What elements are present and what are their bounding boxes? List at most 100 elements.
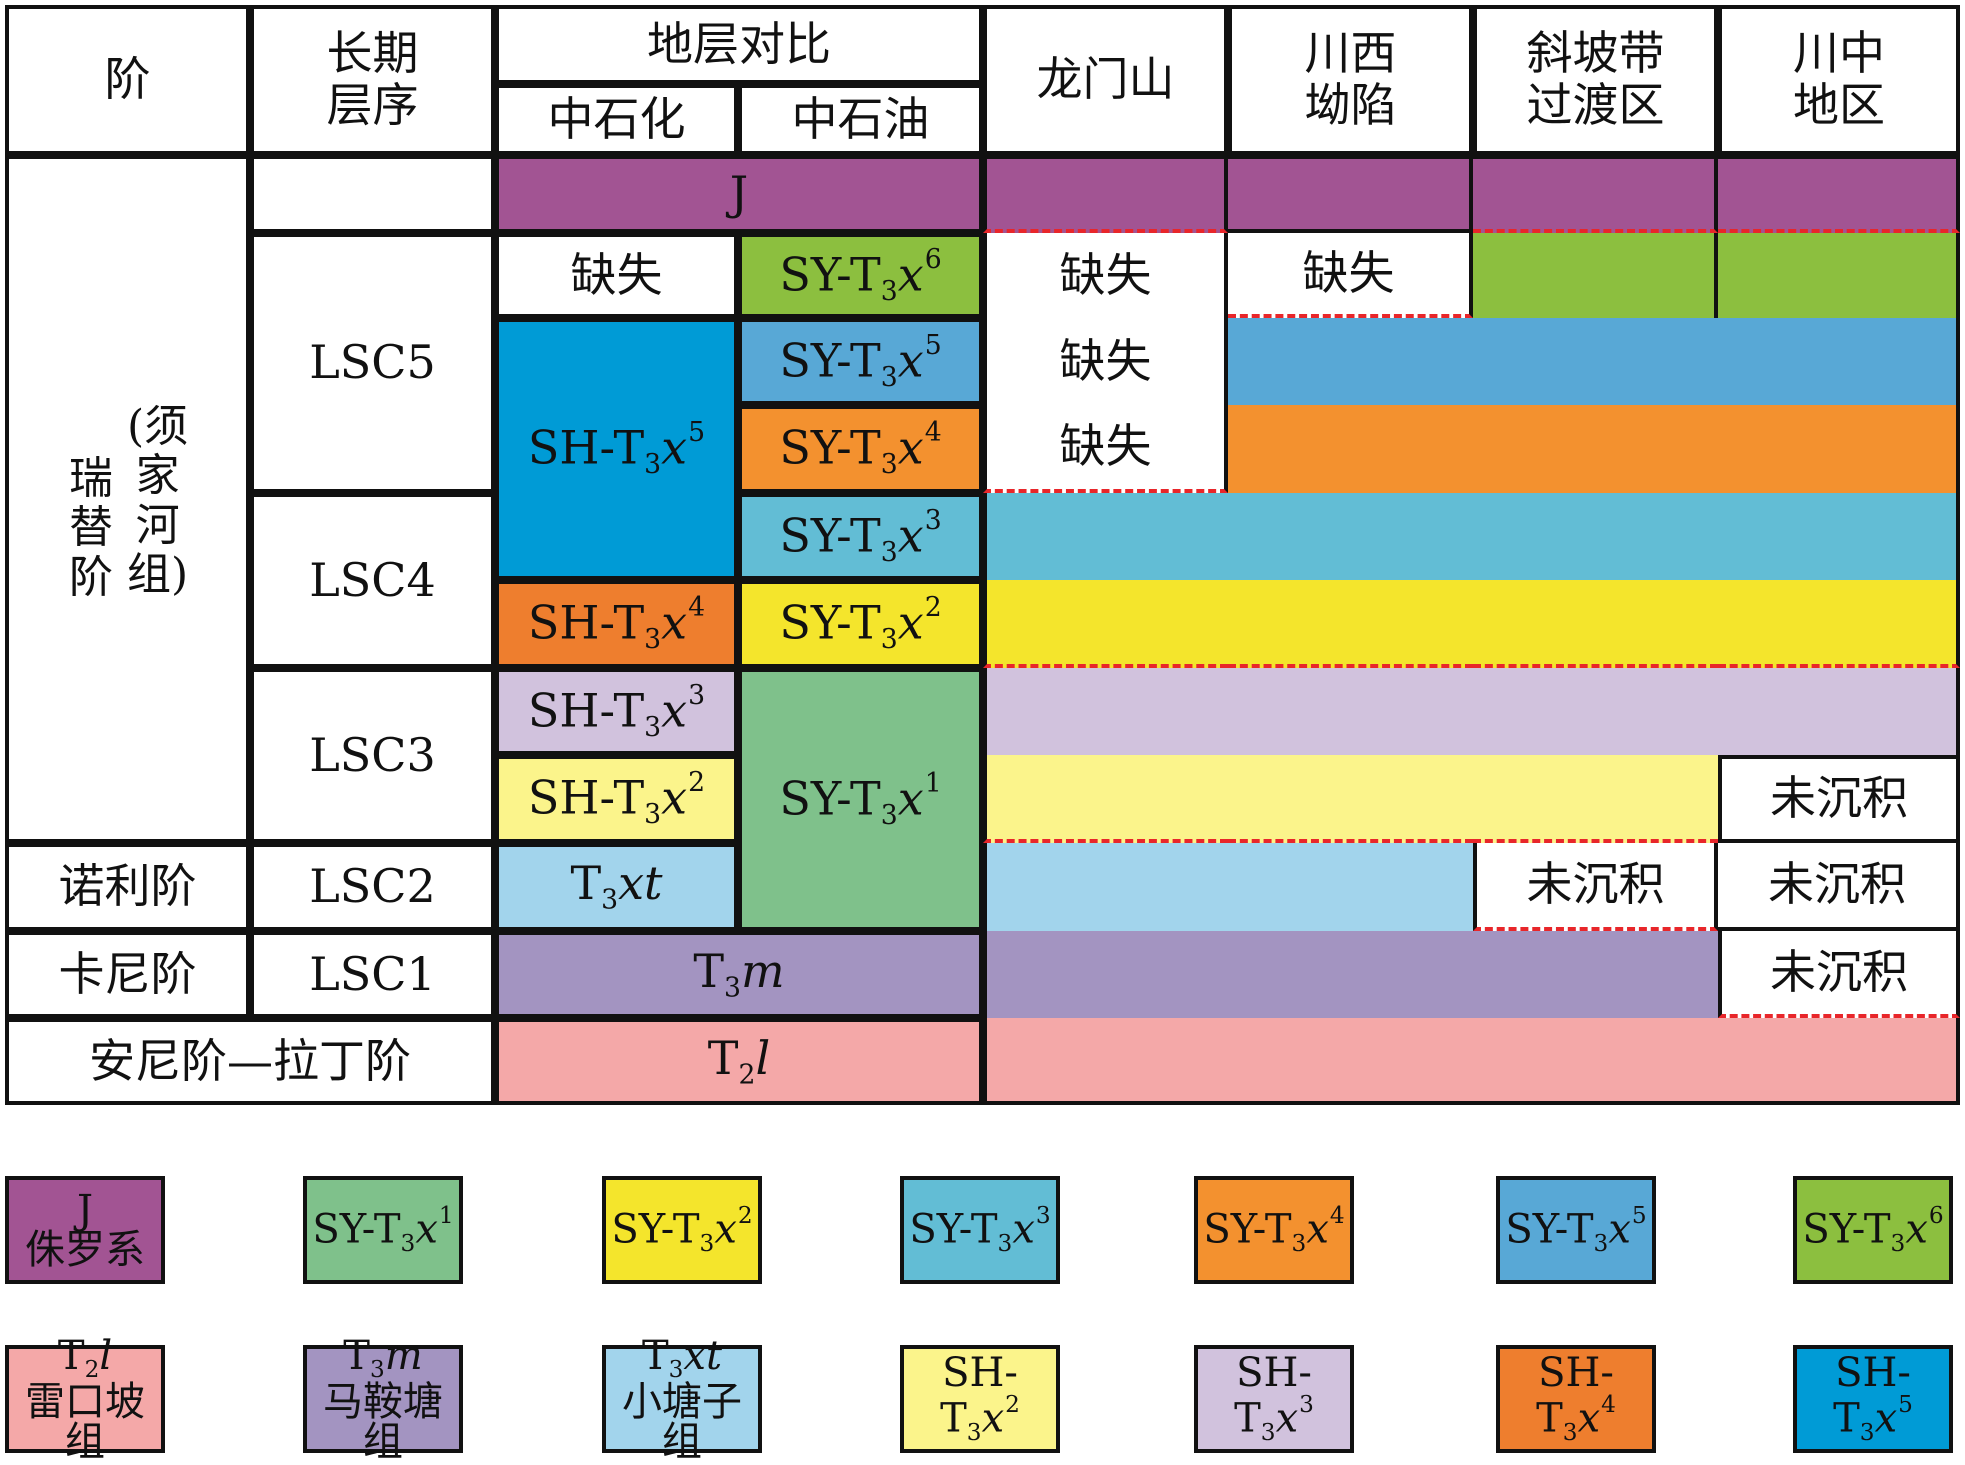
header-central: 川中 地区 — [1718, 5, 1960, 155]
legend-syx6: SY-T3x6 — [1793, 1176, 1953, 1284]
sequence-lsc2: LSC2 — [250, 843, 495, 931]
sinopec-sh-x2: SH-T3x2 — [495, 755, 738, 843]
west-depression-sy-x5 — [1228, 318, 1473, 405]
central-sy-x6 — [1718, 233, 1960, 318]
legend-syx1: SY-T3x1 — [303, 1176, 463, 1284]
legend-shx3-b: SH-T3x3 — [1194, 1345, 1354, 1453]
central-not-deposited-1: 未沉积 — [1718, 755, 1960, 843]
longmenshan-sh-x2 — [983, 755, 1228, 843]
west-depression-sy-x4 — [1228, 405, 1473, 493]
unit-label-shx2: SH-T3x2 — [527, 767, 706, 831]
legend-name-txt: 小塘子组 — [622, 1378, 742, 1465]
unit-label-shx5: SH-T3x5 — [1833, 1350, 1913, 1447]
longmenshan-t3xt — [983, 843, 1228, 931]
unit-label-shx3: SH-T3x3 — [527, 679, 706, 743]
central-not-deposited-3: 未沉积 — [1718, 931, 1960, 1018]
unit-t2l-correlation: T2l — [495, 1018, 983, 1105]
central-sy-x3 — [1718, 493, 1960, 580]
west-depression-t2l — [1228, 1018, 1473, 1105]
petrochina-sy-x3: SY-T3x3 — [738, 493, 983, 580]
central-sy-x5 — [1718, 318, 1960, 405]
stage-rhaetian-label: 瑞 替 阶 — [69, 453, 113, 603]
sequence-lsc4: LSC4 — [250, 493, 495, 668]
unit-label-tl: T2l — [57, 1333, 113, 1384]
slope-zone-sy-x6 — [1473, 233, 1718, 318]
unit-label-syx5: SY-T3x5 — [779, 329, 942, 393]
petrochina-sy-x1: SY-T3x1 — [738, 668, 983, 931]
west-depression-t3xt — [1228, 843, 1473, 931]
slope-zone-t2l — [1473, 1018, 1718, 1105]
sinopec-sh-x4: SH-T3x4 — [495, 580, 738, 668]
legend-name-tm: 马鞍塘组 — [323, 1378, 443, 1465]
west-depression-missing: 缺失 — [1228, 233, 1473, 318]
west-depression-sh-x2 — [1228, 755, 1473, 843]
legend-name-tl: 雷口坡组 — [25, 1378, 145, 1465]
sinopec-missing: 缺失 — [495, 233, 738, 318]
petrochina-sy-x2: SY-T3x2 — [738, 580, 983, 668]
west-depression-sy-x3 — [1228, 493, 1473, 580]
stage-norian: 诺利阶 — [5, 843, 250, 931]
unit-label-syx2: SY-T3x2 — [779, 592, 942, 656]
petrochina-sy-x6: SY-T3x6 — [738, 233, 983, 318]
slope-zone-sy-x5 — [1473, 318, 1718, 405]
legend-label-j: J — [76, 1187, 94, 1233]
header-correlation: 地层对比 — [495, 5, 983, 84]
legend-syx5: SY-T3x5 — [1496, 1176, 1656, 1284]
header-longmenshan: 龙门山 — [983, 5, 1228, 155]
sequence-lsc5: LSC5 — [250, 233, 495, 493]
unit-label-syx6: SY-T3x6 — [779, 243, 942, 307]
slope-zone-not-deposited: 未沉积 — [1473, 843, 1718, 931]
header-sequence: 长期 层序 — [250, 5, 495, 155]
stage-anisian-ladinian: 安尼阶—拉丁阶 — [5, 1018, 495, 1105]
slope-zone-sh-x2 — [1473, 755, 1718, 843]
central-t2l — [1718, 1018, 1960, 1105]
unit-label-syx3: SY-T3x3 — [779, 504, 942, 568]
petrochina-sy-x4: SY-T3x4 — [738, 405, 983, 493]
unit-label-shx4: SH-T3x4 — [527, 592, 706, 656]
central-sh-x3 — [1718, 668, 1960, 755]
central-not-deposited-2: 未沉积 — [1718, 843, 1960, 931]
central-sy-x2 — [1718, 580, 1960, 668]
legend-syx4: SY-T3x4 — [1194, 1176, 1354, 1284]
longmenshan-missing-1: 缺失 — [983, 233, 1228, 318]
west-depression-t3m — [1228, 931, 1473, 1018]
sinopec-sh-x3: SH-T3x3 — [495, 668, 738, 755]
longmenshan-sh-x3 — [983, 668, 1228, 755]
longmenshan-sy-x2 — [983, 580, 1228, 668]
west-depression-sy-x2 — [1228, 580, 1473, 668]
unit-label-syx4: SY-T3x4 — [1203, 1202, 1345, 1258]
legend-shx4-b: SH-T3x4 — [1496, 1345, 1656, 1453]
header-sinopec: 中石化 — [495, 84, 738, 155]
central-sy-x4 — [1718, 405, 1960, 493]
unit-label-shx5: SH-T3x5 — [527, 417, 706, 481]
slope-zone-sy-x3 — [1473, 493, 1718, 580]
slope-zone-sy-x2 — [1473, 580, 1718, 668]
central-j — [1718, 155, 1960, 233]
longmenshan-j — [983, 155, 1228, 233]
unit-j-correlation: J — [495, 155, 983, 233]
unit-label-syx2: SY-T3x2 — [611, 1202, 753, 1258]
unit-label-syx4: SY-T3x4 — [779, 417, 942, 481]
header-west-depression: 川西 坳陷 — [1228, 5, 1473, 155]
west-depression-sh-x3 — [1228, 668, 1473, 755]
legend-syx3: SY-T3x3 — [900, 1176, 1060, 1284]
unit-label-shx2: SH-T3x2 — [940, 1350, 1020, 1447]
header-stage: 阶 — [5, 5, 250, 155]
unit-label-shx3: SH-T3x3 — [1234, 1350, 1314, 1447]
slope-zone-t3m — [1473, 931, 1718, 1018]
slope-zone-sh-x3 — [1473, 668, 1718, 755]
stage-rhaetian: 瑞 替 阶(须 家 河 组) — [5, 155, 250, 843]
longmenshan-t2l — [983, 1018, 1228, 1105]
sequence-blank — [250, 155, 495, 233]
sequence-lsc1: LSC1 — [250, 931, 495, 1018]
slope-zone-j — [1473, 155, 1718, 233]
unit-label-syx5: SY-T3x5 — [1505, 1202, 1647, 1258]
unit-label-syx6: SY-T3x6 — [1802, 1202, 1944, 1258]
longmenshan-t3m — [983, 931, 1228, 1018]
unit-label-tl: T2l — [707, 1030, 771, 1091]
unit-label-tm: T3m — [343, 1333, 423, 1384]
sequence-lsc3: LSC3 — [250, 668, 495, 843]
header-petrochina: 中石油 — [738, 84, 983, 155]
